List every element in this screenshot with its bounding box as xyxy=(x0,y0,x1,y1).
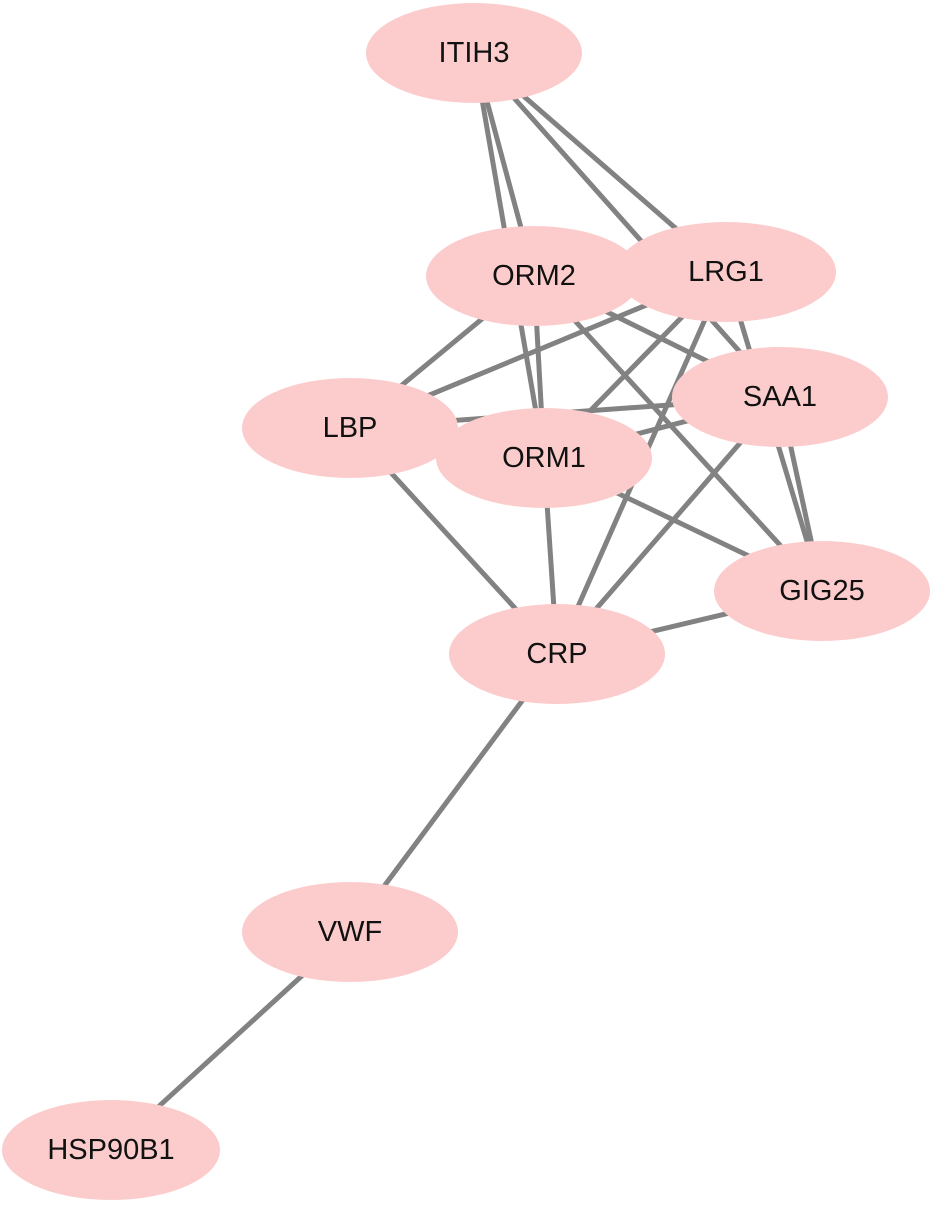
node-itih3: ITIH3 xyxy=(366,3,582,103)
node-itih3-label: ITIH3 xyxy=(439,37,510,69)
node-lbp: LBP xyxy=(242,378,458,478)
node-orm1-label: ORM1 xyxy=(502,442,586,474)
node-orm2: ORM2 xyxy=(426,226,642,326)
node-saa1-ellipse xyxy=(672,347,888,447)
node-itih3-ellipse xyxy=(366,3,582,103)
node-gig25-ellipse xyxy=(714,541,930,641)
node-crp: CRP xyxy=(449,604,665,704)
node-vwf-label: VWF xyxy=(318,916,382,948)
edge-itih3-saa1 xyxy=(471,50,783,400)
node-saa1: SAA1 xyxy=(672,347,888,447)
node-lbp-ellipse xyxy=(242,378,458,478)
node-crp-label: CRP xyxy=(526,638,587,670)
node-orm1: ORM1 xyxy=(436,408,652,508)
node-lrg1: LRG1 xyxy=(616,222,836,322)
node-lrg1-label: LRG1 xyxy=(688,256,764,288)
node-hsp90b1: HSP90B1 xyxy=(2,1100,220,1200)
node-saa1-label: SAA1 xyxy=(743,381,817,413)
node-hsp90b1-ellipse xyxy=(2,1100,220,1200)
node-lrg1-ellipse xyxy=(616,222,836,322)
node-orm2-ellipse xyxy=(426,226,642,326)
node-hsp90b1-label: HSP90B1 xyxy=(47,1134,174,1166)
node-gig25-label: GIG25 xyxy=(779,575,864,607)
node-vwf: VWF xyxy=(242,882,458,982)
node-orm1-ellipse xyxy=(436,408,652,508)
node-lbp-label: LBP xyxy=(323,412,378,444)
node-orm2-label: ORM2 xyxy=(492,260,576,292)
node-gig25: GIG25 xyxy=(714,541,930,641)
node-vwf-ellipse xyxy=(242,882,458,982)
edge-orm2-gig25 xyxy=(531,273,825,594)
node-crp-ellipse xyxy=(449,604,665,704)
